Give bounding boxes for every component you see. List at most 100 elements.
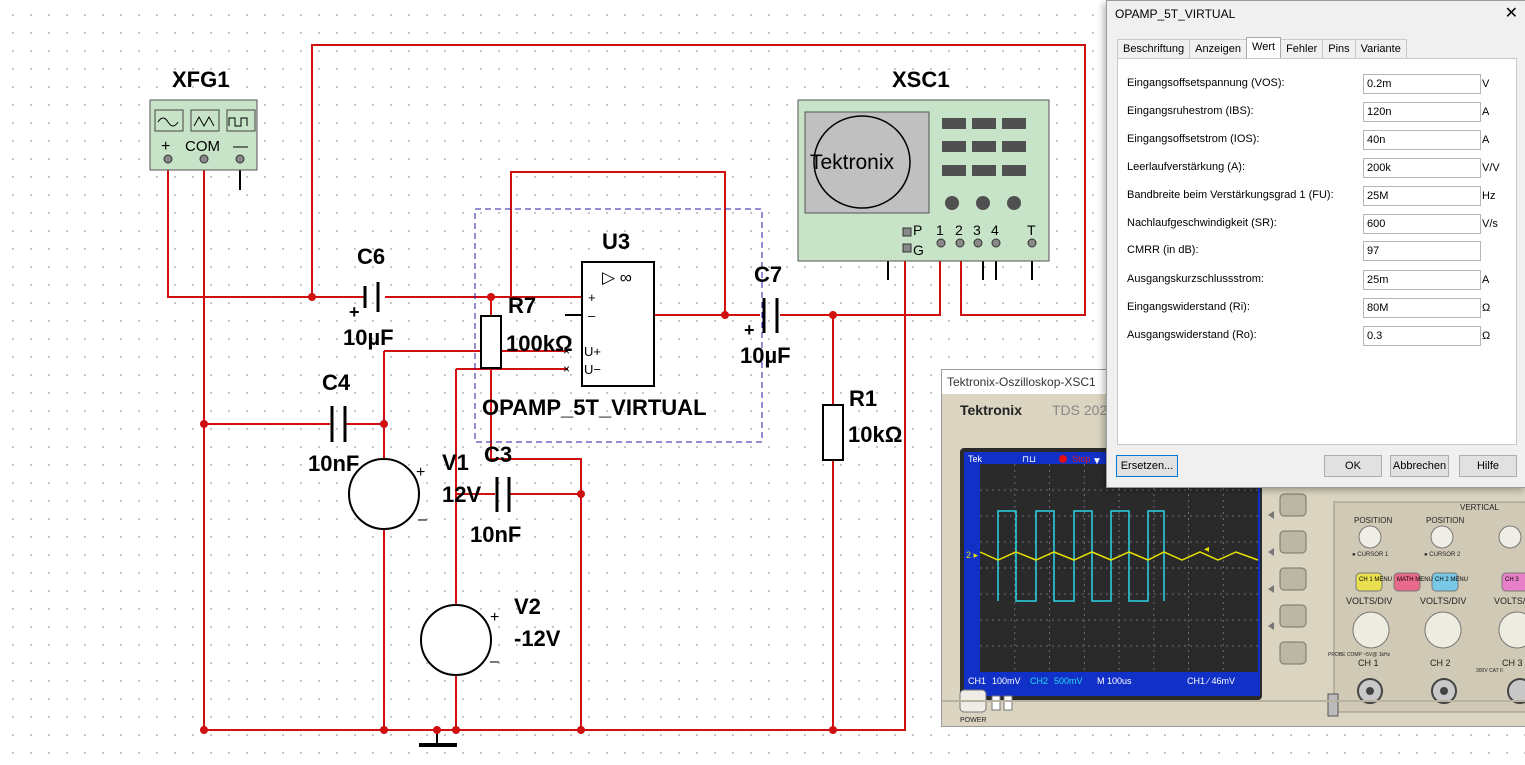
param-input-ibs[interactable] [1363, 102, 1481, 122]
param-row-ro: Ausgangswiderstand (Ro): Ω [1127, 326, 1517, 346]
param-unit: A [1482, 134, 1490, 146]
svg-text:×: × [563, 362, 570, 376]
param-input-ro[interactable] [1363, 326, 1481, 346]
svg-text:▷ ∞: ▷ ∞ [602, 268, 632, 287]
svg-text:+: + [416, 464, 425, 481]
voltage-source-v1[interactable]: + – V1 12V [348, 450, 481, 530]
close-icon[interactable]: ✕ [1504, 5, 1518, 22]
svg-text:POSITION: POSITION [1354, 516, 1392, 525]
tab-wert[interactable]: Wert [1246, 37, 1282, 60]
svg-text:U−: U− [584, 362, 601, 377]
tab-fehler[interactable]: Fehler [1280, 39, 1324, 60]
svg-text:▼: ▼ [1092, 456, 1102, 467]
svg-text:×: × [563, 344, 570, 358]
osc-model: TDS 202 [1052, 402, 1107, 418]
svg-text:R1: R1 [849, 386, 877, 411]
svg-text:10kΩ: 10kΩ [848, 422, 902, 447]
param-input-fu[interactable] [1363, 186, 1481, 206]
osc-tek: Tek [968, 454, 983, 464]
param-row-sr: Nachlaufgeschwindigkeit (SR): V/s [1127, 214, 1517, 234]
svg-text:CH1: CH1 [968, 676, 986, 686]
svg-text:CH 1 MENU: CH 1 MENU [1359, 577, 1392, 583]
ok-button[interactable]: OK [1324, 455, 1382, 477]
tab-anzeigen[interactable]: Anzeigen [1189, 39, 1248, 60]
svg-text:● CURSOR 2: ● CURSOR 2 [1424, 552, 1461, 558]
capacitor-c7[interactable]: C7 + 10µF [740, 262, 791, 368]
svg-text:-12V: -12V [514, 626, 561, 651]
param-input-cmrr[interactable] [1363, 241, 1481, 261]
param-input-isc[interactable] [1363, 270, 1481, 290]
cancel-button[interactable]: Abbrechen [1390, 455, 1449, 477]
svg-text:10nF: 10nF [308, 451, 359, 476]
volts-div-knobs[interactable] [1352, 611, 1525, 649]
osc-stop: Stop [1072, 454, 1091, 464]
svg-text:C3: C3 [484, 442, 512, 467]
svg-text:–: – [418, 511, 427, 528]
param-unit: Ω [1482, 330, 1491, 342]
bnc-connectors[interactable] [1357, 678, 1525, 704]
param-unit: A [1482, 106, 1490, 118]
stop-indicator-icon [1059, 455, 1067, 463]
tab-variante[interactable]: Variante [1354, 39, 1407, 60]
svg-text:+: + [490, 609, 499, 626]
param-input-ri[interactable] [1363, 298, 1481, 318]
param-input-sr[interactable] [1363, 214, 1481, 234]
svg-text:—: — [233, 138, 248, 155]
svg-text:100kΩ: 100kΩ [506, 331, 573, 356]
svg-text:+: + [744, 320, 755, 340]
osc-brand: Tektronix [960, 402, 1022, 418]
svg-text:4: 4 [991, 222, 999, 238]
param-label: Ausgangskurzschlussstrom: [1127, 273, 1264, 285]
svg-text:● CURSOR 1: ● CURSOR 1 [1352, 552, 1389, 558]
ch2-trace [997, 510, 1165, 602]
param-row-vos: Eingangsoffsetspannung (VOS): V [1127, 74, 1517, 94]
xfg1-label: XFG1 [172, 67, 229, 92]
function-generator-xfg1[interactable]: XFG1 + COM — [149, 67, 258, 171]
replace-button[interactable]: Ersetzen... [1116, 455, 1178, 477]
svg-text:V2: V2 [514, 594, 541, 619]
svg-text:+: + [588, 290, 596, 305]
svg-text:10µF: 10µF [343, 325, 394, 350]
position-knobs[interactable] [1358, 525, 1522, 549]
param-input-ios[interactable] [1363, 130, 1481, 150]
svg-text:+: + [349, 302, 360, 322]
junction-dots [200, 293, 837, 734]
oscilloscope-xsc1[interactable]: XSC1 Tektronix P G 1 2 3 4 T [797, 67, 1050, 262]
capacitor-c3[interactable]: C3 10nF [470, 442, 521, 547]
voltage-source-v2[interactable]: + – V2 -12V [420, 594, 561, 676]
capacitor-c6[interactable]: C6 + 10µF [343, 244, 394, 350]
param-input-vos[interactable] [1363, 74, 1481, 94]
svg-text:V1: V1 [442, 450, 469, 475]
osc-side-buttons[interactable] [1279, 493, 1307, 665]
tab-beschriftung[interactable]: Beschriftung [1117, 39, 1191, 60]
sine-wave-icon [157, 117, 179, 127]
svg-text:◂: ◂ [1204, 544, 1209, 555]
svg-text:–: – [588, 308, 596, 323]
param-label: Leerlaufverstärkung (A): [1127, 161, 1245, 173]
resistor-r1[interactable]: R1 10kΩ [822, 386, 902, 461]
svg-text:POWER: POWER [960, 717, 986, 724]
svg-text:R7: R7 [508, 293, 536, 318]
help-button[interactable]: Hilfe [1459, 455, 1517, 477]
tab-pins[interactable]: Pins [1322, 39, 1356, 60]
svg-text:VOLTS/DIV: VOLTS/DIV [1420, 596, 1466, 606]
svg-text:P: P [913, 222, 922, 238]
param-input-a[interactable] [1363, 158, 1481, 178]
capacitor-c4[interactable]: C4 10nF [308, 370, 359, 476]
svg-text:+: + [161, 138, 170, 155]
opamp-u3[interactable]: U3 ▷ ∞ + – U+ U− × × OPAMP_5T_VIRTUAL [474, 208, 763, 443]
resistor-r7[interactable]: R7 100kΩ [480, 293, 573, 369]
svg-text:C7: C7 [754, 262, 782, 287]
svg-text:U+: U+ [584, 344, 601, 359]
svg-text:COM: COM [185, 138, 220, 155]
component-properties-dialog[interactable]: OPAMP_5T_VIRTUAL ✕ Beschriftung Anzeigen… [1106, 0, 1525, 488]
menu-buttons[interactable] [1355, 572, 1525, 592]
svg-text:2 ▸: 2 ▸ [966, 550, 979, 560]
xsc1-label: XSC1 [892, 67, 949, 92]
param-row-isc: Ausgangskurzschlussstrom: A [1127, 270, 1517, 290]
dialog-tabs: Beschriftung Anzeigen Wert Fehler Pins V… [1117, 37, 1407, 60]
param-row-fu: Bandbreite beim Verstärkungsgrad 1 (FU):… [1127, 186, 1517, 206]
svg-text:T: T [1027, 222, 1036, 238]
param-row-a: Leerlaufverstärkung (A): V/V [1127, 158, 1517, 178]
